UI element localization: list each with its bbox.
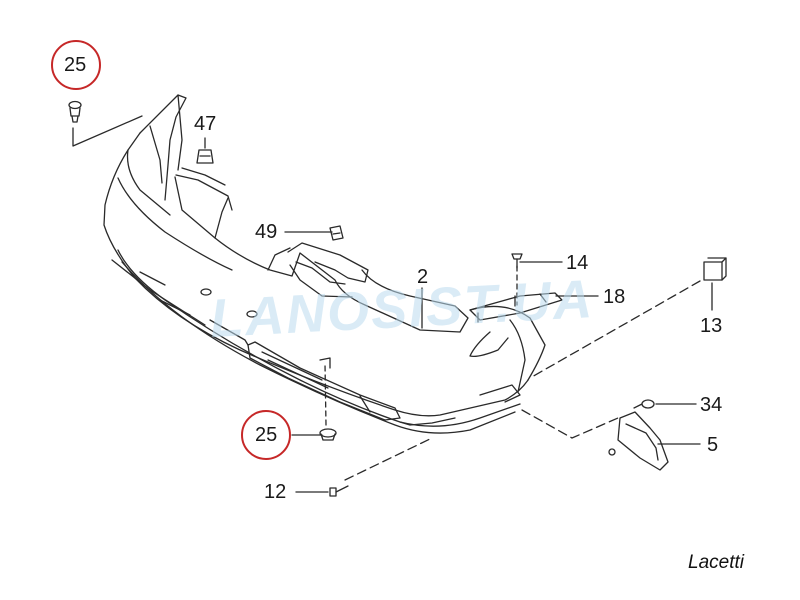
front-bumper-cover	[103, 94, 546, 434]
highlight-circle-top	[51, 40, 101, 90]
nut-13-part	[703, 257, 727, 281]
model-caption: Lacetti	[688, 552, 744, 573]
screw-14-part	[511, 253, 523, 269]
callout-25-bottom: 25	[255, 424, 278, 446]
highlight-circle-bottom	[241, 410, 291, 460]
clip-47-part	[196, 149, 214, 164]
screw-12-part	[329, 485, 349, 497]
callout-12: 12	[264, 481, 287, 503]
callout-18: 18	[603, 286, 626, 308]
leader-lines	[72, 115, 713, 493]
screw-34-part	[633, 399, 655, 409]
fog-cover-5-part	[608, 411, 669, 471]
clip-25-bottom-part	[319, 357, 337, 441]
callout-13: 13	[700, 315, 723, 337]
clip-25-top-part	[68, 100, 82, 123]
clip-49-part	[329, 225, 344, 241]
callout-2: 2	[417, 266, 429, 288]
callout-25-top: 25	[64, 54, 87, 76]
upper-bracket-18	[469, 292, 563, 323]
callout-49: 49	[255, 221, 278, 243]
callout-34: 34	[700, 394, 723, 416]
callout-5: 5	[707, 434, 719, 456]
callout-14: 14	[566, 252, 589, 274]
callout-47: 47	[194, 113, 217, 135]
